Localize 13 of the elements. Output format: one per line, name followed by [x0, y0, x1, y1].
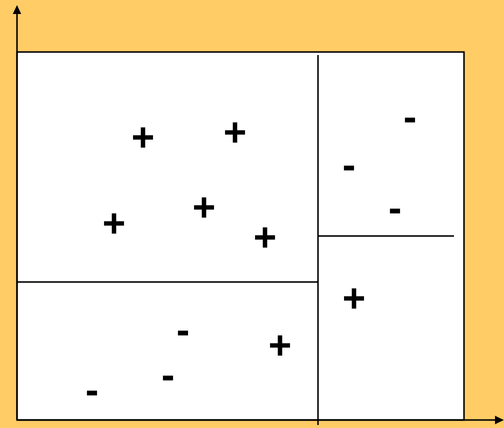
- class-mark: -: [162, 376, 174, 380]
- class-mark: +: [194, 197, 214, 218]
- class-mark: +: [255, 227, 276, 248]
- class-mark: +: [133, 127, 154, 148]
- class-mark: -: [390, 208, 400, 214]
- class-mark: -: [344, 166, 354, 170]
- class-mark: +: [270, 335, 290, 356]
- class-mark: +: [344, 288, 364, 309]
- class-mark: +: [225, 122, 246, 143]
- class-mark: -: [86, 390, 98, 396]
- class-mark: -: [178, 330, 188, 336]
- class-mark: +: [104, 213, 124, 234]
- class-mark: -: [404, 118, 416, 122]
